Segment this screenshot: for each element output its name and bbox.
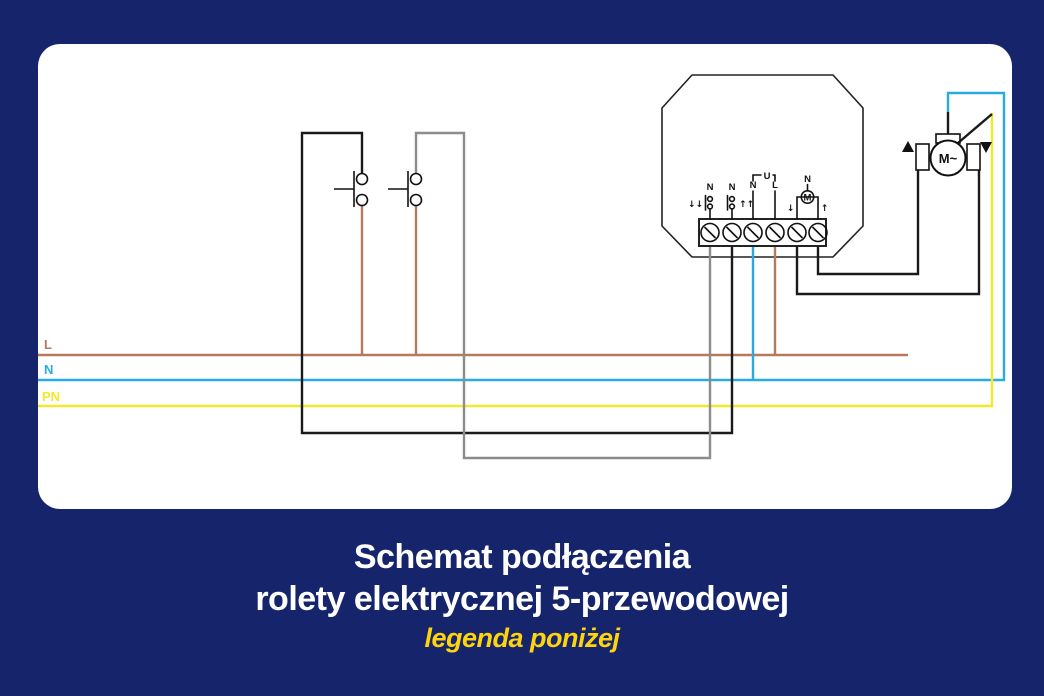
relay-module-body xyxy=(661,74,864,258)
motor-up-arrow-icon xyxy=(902,141,914,152)
rail-pn-wire xyxy=(38,113,994,408)
terminal-screw xyxy=(765,222,785,243)
switch-2-wire xyxy=(414,131,712,460)
motor-pe-wire xyxy=(957,113,993,144)
legend-note: legenda poniżej xyxy=(424,623,620,653)
power-rails: L N PN xyxy=(38,91,1006,408)
u-voltage-bracket: U xyxy=(752,171,776,182)
terminal-wires xyxy=(751,170,981,380)
motor-down-wire xyxy=(795,170,981,296)
motor-terminal-n-label: N xyxy=(804,174,811,185)
motor-label: M~ xyxy=(939,151,958,166)
terminal-2-annotation: N ↑↑ xyxy=(726,182,754,220)
motor-output-annotation: M N ↓ ↑ xyxy=(787,174,829,220)
terminal-4-annotation: L xyxy=(772,180,778,220)
terminal-screw xyxy=(787,222,807,243)
terminal-3-annotation: N xyxy=(750,180,757,220)
switch-1-wire xyxy=(300,131,734,435)
terminal-screw xyxy=(743,222,763,243)
terminal-5-arrow-icon: ↓ xyxy=(787,204,795,214)
motor-down-arrow-icon xyxy=(980,142,992,153)
terminal-1-arrows-icon: ↓↓ xyxy=(688,200,703,210)
rail-l-label: L xyxy=(44,337,52,352)
rail-n-wire xyxy=(38,91,1006,382)
terminal-annotations: N ↓↓ N ↑↑ N L U xyxy=(688,171,829,220)
terminal-block xyxy=(698,218,828,247)
caption-block: Schemat podłączenia rolety elektrycznej … xyxy=(0,536,1044,654)
module-octagon xyxy=(661,74,864,258)
switch-1-symbol xyxy=(334,171,369,207)
terminal-2-arrows-icon: ↑↑ xyxy=(739,200,754,210)
motor-terminal-label: M xyxy=(804,193,812,204)
terminal-1-annotation: N ↓↓ xyxy=(688,182,714,220)
motor-up-wire xyxy=(816,170,920,276)
switch-2 xyxy=(388,131,712,460)
motor-circle xyxy=(929,139,967,177)
terminal-screw xyxy=(722,222,742,243)
rail-n-label: N xyxy=(44,362,53,377)
terminal-screw xyxy=(700,222,720,243)
terminal-screw xyxy=(808,222,828,243)
switch-2-symbol xyxy=(388,171,423,207)
switch-1 xyxy=(300,131,734,435)
title-line-2: rolety elektrycznej 5-przewodowej xyxy=(255,580,789,618)
terminal-1-label: N xyxy=(707,182,714,193)
wiring-diagram: L N PN xyxy=(38,74,1006,460)
roller-shutter-motor: M~ xyxy=(902,112,993,177)
terminal-4-label: L xyxy=(772,180,778,191)
terminal-3-label: N xyxy=(750,180,757,191)
terminal-6-arrow-icon: ↑ xyxy=(821,204,829,214)
terminal-2-label: N xyxy=(729,182,736,193)
title-line-1: Schemat podłączenia xyxy=(353,538,691,576)
rail-pn-label: PN xyxy=(42,389,60,404)
u-bracket-label: U xyxy=(764,171,771,182)
